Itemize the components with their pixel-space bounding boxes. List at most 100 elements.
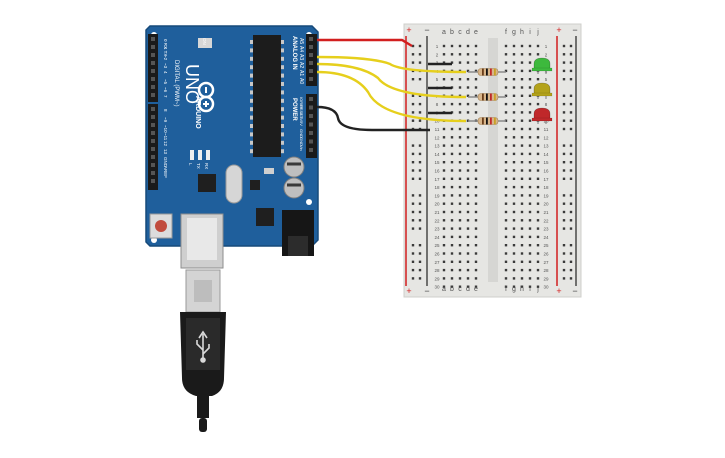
header-pin[interactable] [309,122,313,127]
breadboard-hole[interactable] [504,136,508,139]
breadboard-hole[interactable] [520,202,524,205]
breadboard-hole[interactable] [458,194,462,197]
breadboard-hole[interactable] [536,44,540,48]
header-pin[interactable] [151,61,155,65]
rail-hole[interactable] [569,161,573,164]
breadboard-hole[interactable] [474,94,478,97]
breadboard-jumpers[interactable] [428,62,452,115]
breadboard-hole[interactable] [528,277,532,280]
breadboard-hole[interactable] [504,102,508,106]
breadboard-hole[interactable] [442,78,446,81]
breadboard-hole[interactable] [442,177,446,180]
rail-hole[interactable] [418,268,422,272]
breadboard-hole[interactable] [536,177,540,180]
breadboard-hole[interactable] [512,235,516,239]
breadboard-hole[interactable] [466,194,470,197]
rail-hole[interactable] [418,61,422,64]
breadboard-hole[interactable] [520,94,524,97]
breadboard-hole[interactable] [528,61,532,64]
breadboard-hole[interactable] [528,177,532,180]
breadboard-hole[interactable] [512,61,516,64]
breadboard-hole[interactable] [536,285,540,288]
breadboard-hole[interactable] [528,94,532,97]
rail-hole[interactable] [411,252,415,255]
breadboard-hole[interactable] [458,102,462,106]
breadboard-hole[interactable] [466,285,470,288]
breadboard-hole[interactable] [528,210,532,214]
breadboard-hole[interactable] [466,161,470,164]
led-yellow[interactable] [531,82,553,99]
breadboard-hole[interactable] [512,86,516,89]
breadboard-hole[interactable] [504,152,508,156]
rail-hole[interactable] [569,61,573,64]
breadboard-hole[interactable] [512,111,516,114]
rail-hole[interactable] [418,169,422,172]
breadboard-hole[interactable] [504,285,508,288]
rail-hole[interactable] [562,202,566,205]
breadboard-hole[interactable] [466,219,470,222]
breadboard-hole[interactable] [458,210,462,214]
breadboard-hole[interactable] [520,260,524,263]
breadboard-hole[interactable] [528,102,532,106]
breadboard-hole[interactable] [458,219,462,222]
breadboard-hole[interactable] [474,177,478,180]
rail-hole[interactable] [569,69,573,73]
breadboard-hole[interactable] [536,202,540,205]
rail-hole[interactable] [569,227,573,230]
breadboard-hole[interactable] [528,86,532,89]
breadboard-hole[interactable] [474,260,478,263]
rail-hole[interactable] [562,102,566,106]
breadboard-hole[interactable] [450,260,454,263]
breadboard-hole[interactable] [520,169,524,172]
rail-hole[interactable] [411,227,415,230]
breadboard-hole[interactable] [466,227,470,230]
wires[interactable] [316,38,467,132]
rail-hole[interactable] [411,78,415,81]
breadboard-hole[interactable] [520,285,524,288]
breadboard-hole[interactable] [458,177,462,180]
breadboard-hole[interactable] [458,260,462,263]
header-pin[interactable] [151,93,155,97]
rail-hole[interactable] [562,219,566,222]
breadboard-hole[interactable] [504,210,508,214]
breadboard-hole[interactable] [536,161,540,164]
breadboard-hole[interactable] [536,219,540,222]
breadboard-hole[interactable] [512,285,516,288]
breadboard-hole[interactable] [474,78,478,81]
rail-hole[interactable] [569,111,573,114]
breadboard-hole[interactable] [458,152,462,156]
breadboard-hole[interactable] [466,177,470,180]
leds[interactable] [531,57,553,124]
breadboard-hole[interactable] [520,219,524,222]
breadboard-hole[interactable] [504,69,508,73]
breadboard-hole[interactable] [450,102,454,106]
rail-hole[interactable] [418,244,422,247]
breadboard-hole[interactable] [450,227,454,230]
rail-hole[interactable] [569,177,573,180]
header-pin[interactable] [309,148,313,152]
header-pin[interactable] [151,131,155,135]
rail-hole[interactable] [411,244,415,247]
breadboard-hole[interactable] [520,127,524,131]
breadboard-hole[interactable] [512,252,516,255]
rail-hole[interactable] [418,177,422,180]
breadboard-hole[interactable] [466,127,470,131]
breadboard-hole[interactable] [504,235,508,239]
rail-hole[interactable] [562,94,566,97]
rail-hole[interactable] [569,152,573,156]
breadboard-hole[interactable] [442,136,446,139]
breadboard-hole[interactable] [504,194,508,197]
breadboard-hole[interactable] [528,235,532,239]
rail-hole[interactable] [411,94,415,97]
breadboard-hole[interactable] [442,219,446,222]
rail-hole[interactable] [411,210,415,214]
breadboard-hole[interactable] [536,194,540,197]
breadboard-hole[interactable] [458,235,462,239]
breadboard-hole[interactable] [528,152,532,156]
breadboard-hole[interactable] [504,111,508,114]
breadboard-hole[interactable] [450,202,454,205]
rail-hole[interactable] [418,94,422,97]
rail-hole[interactable] [562,144,566,147]
breadboard-hole[interactable] [512,144,516,147]
led-green[interactable] [531,57,553,74]
